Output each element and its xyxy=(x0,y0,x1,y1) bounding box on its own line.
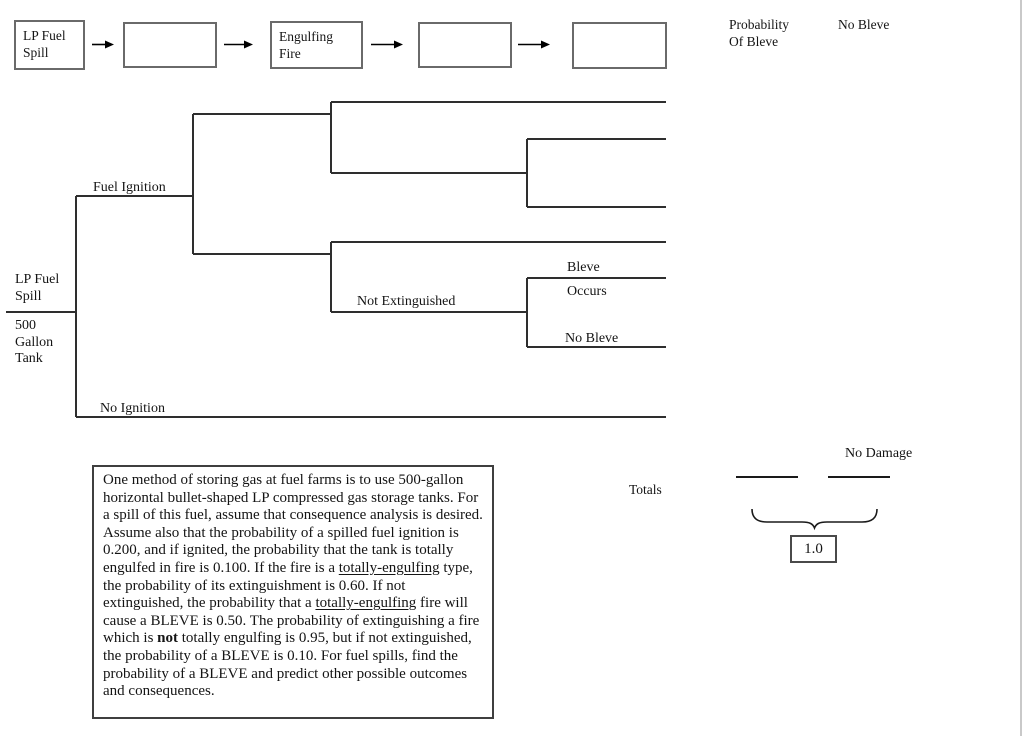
flow-box-blank-2 xyxy=(418,22,512,68)
branch-label-occurs: Occurs xyxy=(567,284,607,299)
tree-root-label: LP Fuel Spill xyxy=(15,271,59,305)
column-header-line: Of Bleve xyxy=(729,34,779,49)
column-header-line: Probability xyxy=(729,17,789,32)
page-edge-line xyxy=(1020,0,1022,736)
no-damage-label: No Damage xyxy=(845,446,913,461)
branch-label-fuel-ignition: Fuel Ignition xyxy=(93,180,166,195)
total-value-box: 1.0 xyxy=(790,535,837,563)
brace-icon xyxy=(751,508,878,531)
flow-box-engulfing-fire: Engulfing Fire xyxy=(270,21,363,69)
branch-label-bleve: Bleve xyxy=(567,260,600,275)
column-header-no-bleve: No Bleve xyxy=(838,17,890,32)
flow-box-label: Fire xyxy=(279,45,301,61)
branch-label-no-ignition: No Ignition xyxy=(100,401,165,416)
tree-root-line: LP Fuel xyxy=(15,272,60,287)
flow-box-blank-1 xyxy=(123,22,217,68)
tank-label-line: 500 xyxy=(15,318,36,333)
column-header-probability-of-bleve: Probability Of Bleve xyxy=(729,16,789,50)
branch-label-not-extinguished: Not Extinguished xyxy=(357,294,456,309)
problem-statement-box: One method of storing gas at fuel farms … xyxy=(92,465,494,719)
tank-label-line: Tank xyxy=(15,351,43,365)
flow-box-lp-fuel-spill: LP Fuel Spill xyxy=(14,20,85,70)
tank-label: 500 Gallon Tank xyxy=(15,318,53,365)
flow-box-label: LP Fuel xyxy=(23,28,66,43)
flow-box-blank-3 xyxy=(572,22,667,69)
total-value: 1.0 xyxy=(804,540,823,557)
totals-label: Totals xyxy=(629,482,662,497)
branch-label-no-bleve: No Bleve xyxy=(565,331,619,346)
tree-root-line: Spill xyxy=(15,289,42,304)
tank-label-line: Gallon xyxy=(15,334,54,350)
flow-box-label: Engulfing xyxy=(279,29,333,44)
flow-box-label: Spill xyxy=(23,44,49,60)
